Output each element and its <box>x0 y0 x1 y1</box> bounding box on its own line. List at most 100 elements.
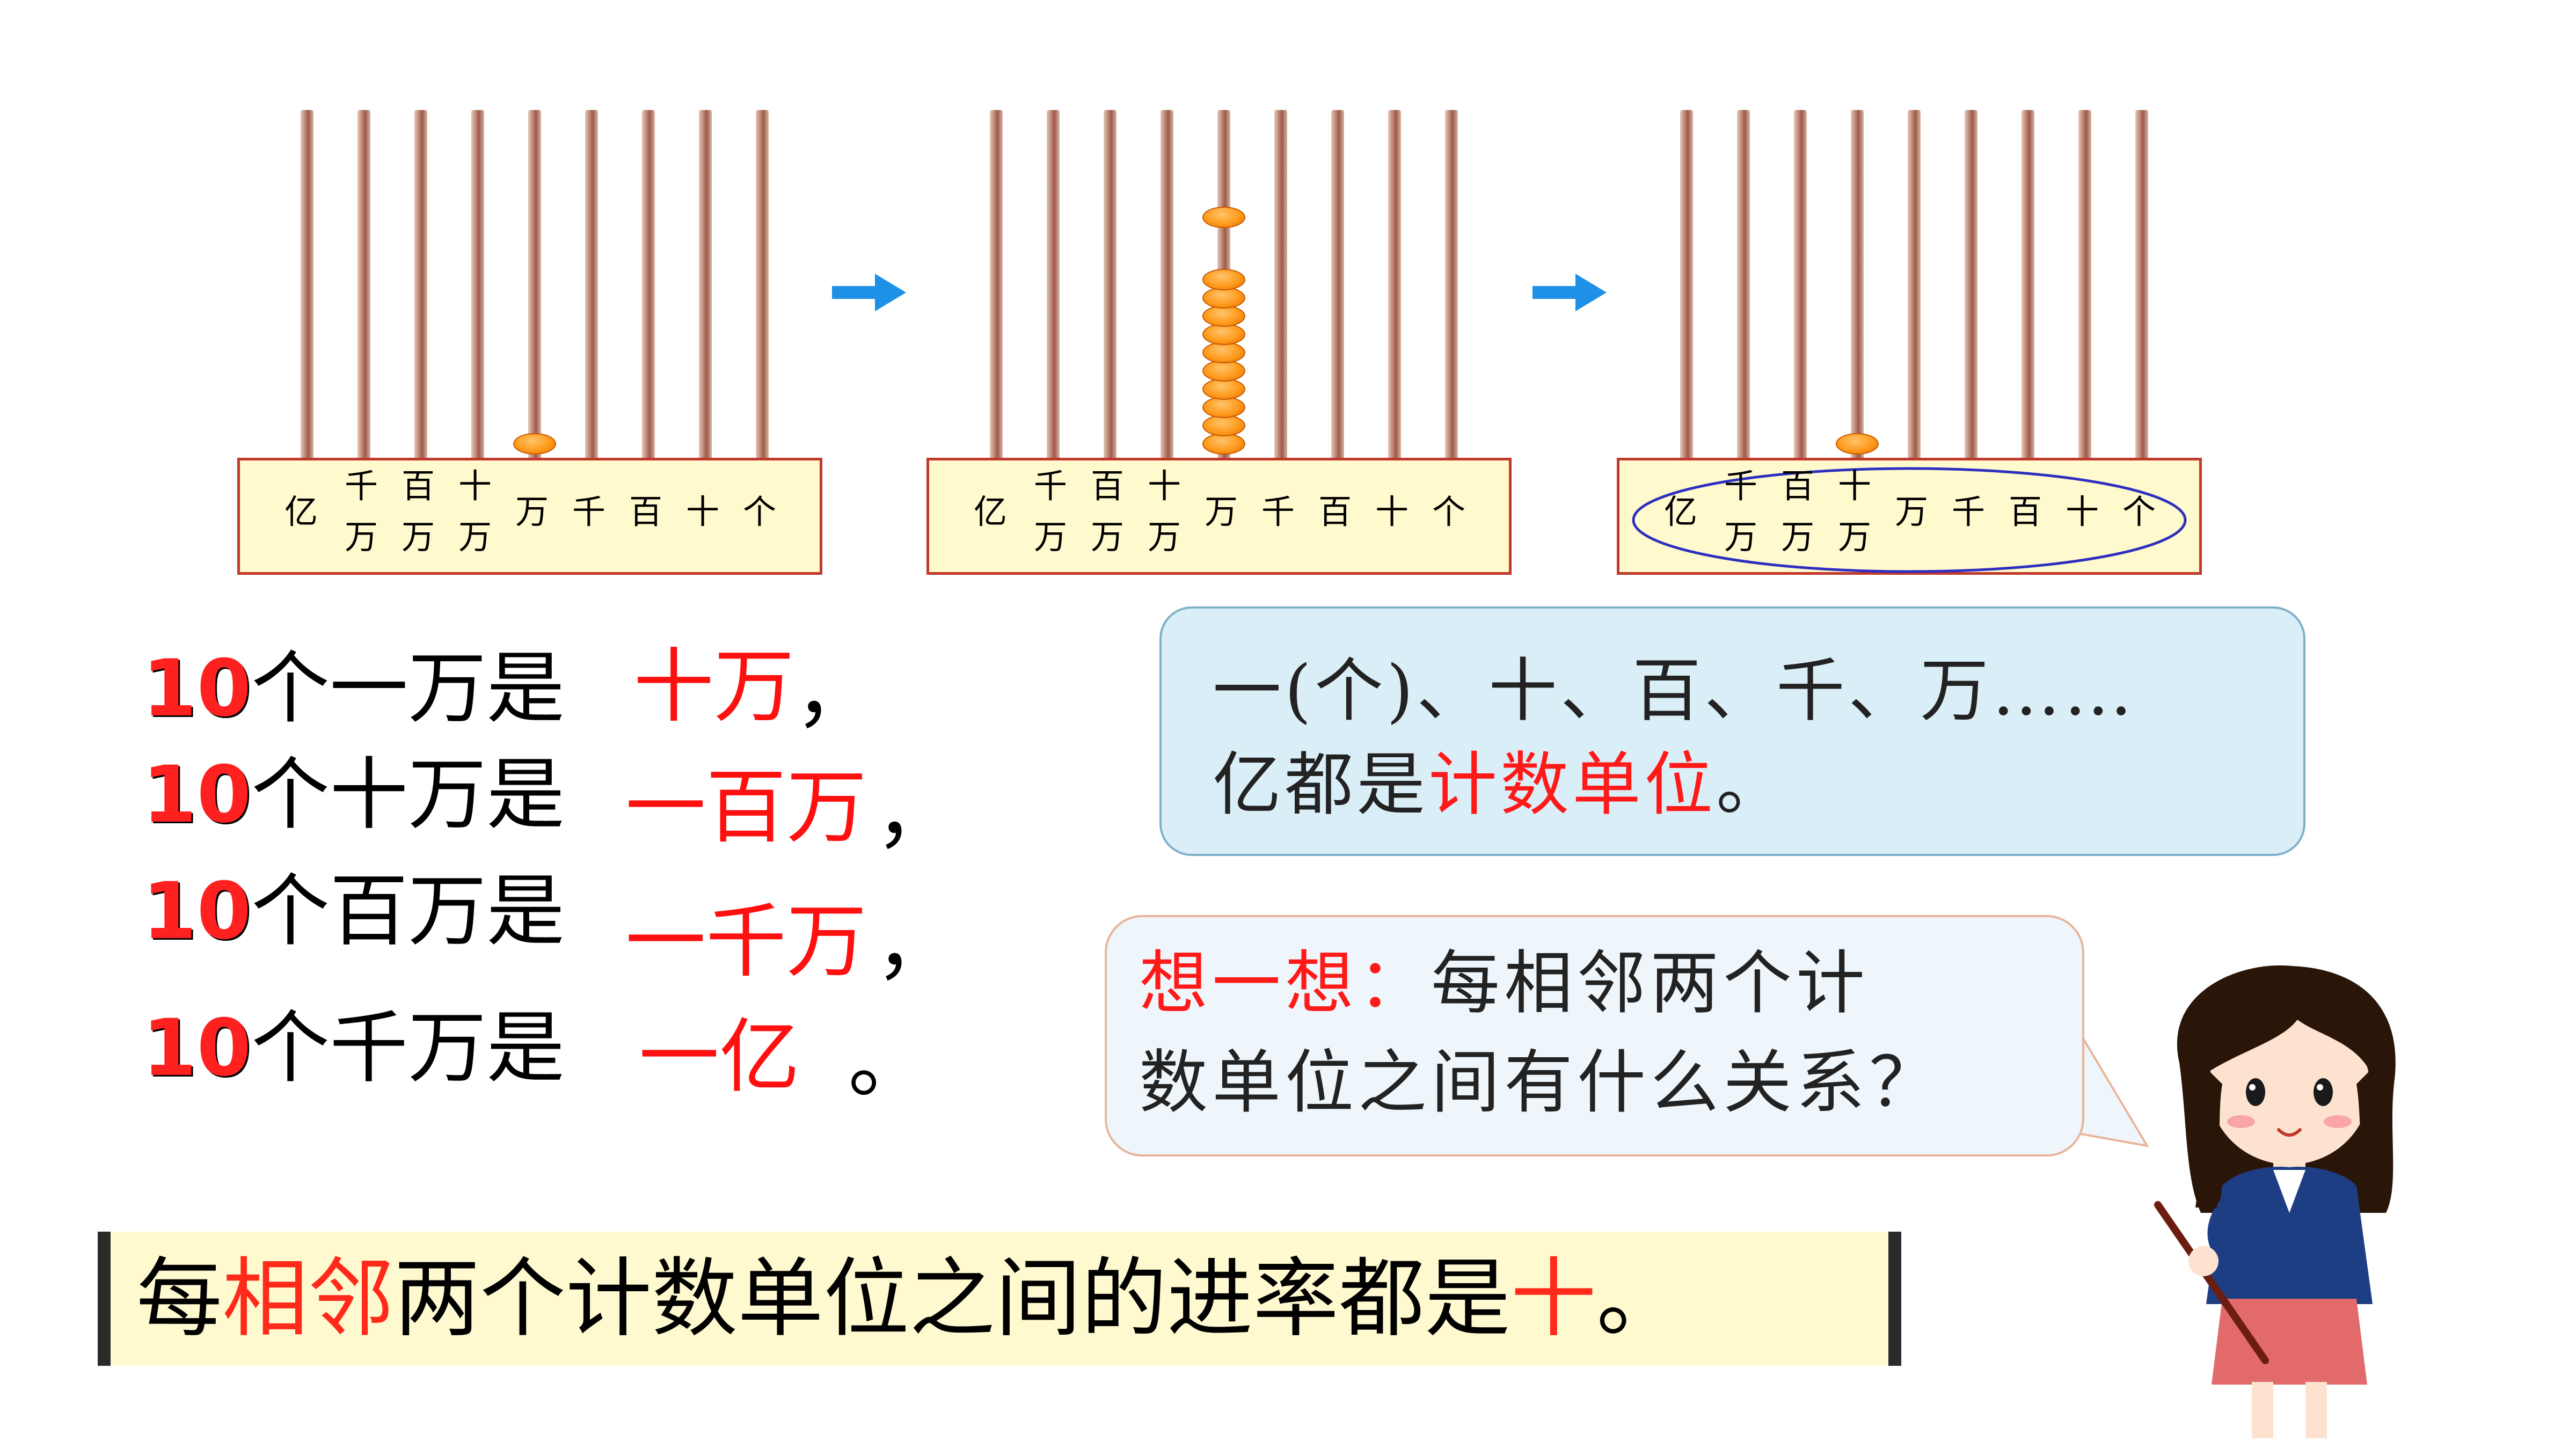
abacus-rod <box>2135 110 2148 462</box>
abacus-bead <box>1202 287 1245 309</box>
abacus-rod <box>2078 110 2091 462</box>
abacus-bead <box>1202 433 1245 455</box>
place-label-bai-wan: 万 <box>1781 517 1815 557</box>
place-label-yi: 亿 <box>974 492 1008 531</box>
abacus-rod <box>1274 110 1287 462</box>
place-label-shi-top: 十 <box>1838 466 1872 506</box>
abacus-bead <box>1202 397 1245 418</box>
abacus-rod <box>1737 110 1750 462</box>
statement-punct: 。 <box>848 1016 929 1109</box>
statement-number: 10 <box>142 749 252 840</box>
place-label-bai: 百 <box>629 492 663 531</box>
abacus-rod <box>1388 110 1401 462</box>
place-label-bai: 百 <box>2009 492 2042 531</box>
place-label-qian: 千 <box>1952 492 1986 531</box>
abacus-bead <box>513 433 556 455</box>
abacus-rod <box>1851 110 1864 462</box>
abacus-3: 亿 千 万 百 万 十 万 万 千 百 十 个 <box>1617 105 2202 577</box>
place-label-shi-wan: 万 <box>1148 517 1181 557</box>
place-label-shi: 十 <box>1375 492 1409 531</box>
abacus-rod <box>756 110 769 462</box>
statement-2: 10个十万是 <box>142 756 565 834</box>
statement-number: 10 <box>142 866 252 957</box>
abacus-rod <box>1794 110 1807 462</box>
right-arrow-icon <box>1533 274 1607 311</box>
place-label-shi-top: 十 <box>1148 466 1181 506</box>
place-label-qian: 千 <box>572 492 606 531</box>
abacus-bead <box>1202 415 1245 436</box>
place-label-wan: 万 <box>1895 492 1929 531</box>
place-label-bai-wan: 万 <box>402 517 435 557</box>
abacus-rod <box>414 110 427 462</box>
statement-punct: ， <box>875 766 956 860</box>
statement-3: 10个百万是 <box>142 872 565 950</box>
place-label-shi-wan: 万 <box>458 517 492 557</box>
place-label-bai-top: 百 <box>402 466 435 506</box>
think-bubble: 想一想：每相邻两个计 数单位之间有什么关系？ <box>1105 915 2084 1157</box>
conclusion-highlight-2: 十 <box>1510 1248 1597 1349</box>
highlight-ellipse <box>1632 467 2187 573</box>
abacus-1: 亿 千 万 百 万 十 万 万 千 百 十 个 <box>237 105 822 577</box>
counting-units-prefix: 亿都是 <box>1213 745 1429 825</box>
abacus-bead <box>1202 207 1245 228</box>
place-label-ge: 个 <box>2122 492 2156 531</box>
place-label-ge: 个 <box>743 492 777 531</box>
abacus-rod <box>301 110 313 462</box>
abacus-rod <box>585 110 598 462</box>
abacus-rod <box>990 110 1003 462</box>
think-label: 想一想： <box>1139 943 1432 1023</box>
place-label-qian-wan: 万 <box>1034 517 1068 557</box>
abacus-rod <box>357 110 370 462</box>
speech-bubble-tail <box>2072 1020 2149 1147</box>
abacus-rod <box>1047 110 1060 462</box>
conclusion-part-3: 。 <box>1596 1248 1683 1349</box>
counting-units-line-1: 一(个)、十、百、千、万…… <box>1213 651 2136 731</box>
place-label-bai: 百 <box>1318 492 1352 531</box>
place-label-qian: 千 <box>1261 492 1295 531</box>
counting-units-highlight: 计数单位 <box>1428 745 1717 825</box>
place-label-qian-top: 千 <box>1724 466 1758 506</box>
place-label-yi: 亿 <box>284 492 318 531</box>
abacus-bead <box>1202 305 1245 327</box>
abacus-rod <box>2022 110 2034 462</box>
place-label-shi: 十 <box>2066 492 2099 531</box>
place-label-bai-top: 百 <box>1091 466 1125 506</box>
abacus-bead <box>1202 360 1245 382</box>
abacus-rod <box>642 110 655 462</box>
abacus-rod <box>471 110 484 462</box>
abacus-2: 亿 千 万 百 万 十 万 万 千 百 十 个 <box>926 105 1512 577</box>
abacus-rod <box>528 110 541 462</box>
statement-punct: ， <box>875 898 956 991</box>
counting-units-bubble: 一(个)、十、百、千、万…… 亿都是计数单位。 <box>1159 606 2305 856</box>
statement-answer: 一亿 <box>639 1011 800 1104</box>
place-label-bai-wan: 万 <box>1091 517 1125 557</box>
statement-number: 10 <box>142 1002 252 1094</box>
teacher-illustration <box>2154 965 2396 1438</box>
place-label-bai-top: 百 <box>1781 466 1815 506</box>
place-label-shi-top: 十 <box>458 466 492 506</box>
abacus-rod <box>1965 110 1977 462</box>
conclusion-part-1: 每 <box>136 1248 223 1349</box>
abacus-rod <box>699 110 712 462</box>
place-label-qian-wan: 万 <box>345 517 378 557</box>
right-arrow-icon <box>832 274 906 311</box>
abacus-rod <box>1331 110 1344 462</box>
statement-text: 个千万是 <box>251 1002 565 1094</box>
abacus-bead <box>1202 269 1245 290</box>
statement-1: 10个一万是 <box>142 649 565 728</box>
abacus-rod <box>1908 110 1921 462</box>
abacus-rod <box>1161 110 1173 462</box>
statement-text: 个一万是 <box>251 643 565 734</box>
abacus-rod <box>1104 110 1116 462</box>
conclusion-bar: 每相邻两个计数单位之间的进率都是十。 <box>98 1232 1901 1366</box>
think-line-1-rest: 每相邻两个计 <box>1431 943 1870 1023</box>
abacus-bead <box>1202 324 1245 345</box>
think-line-2: 数单位之间有什么关系？ <box>1139 1043 1943 1123</box>
abacus-rod <box>1680 110 1693 462</box>
abacus-bead <box>1202 378 1245 400</box>
place-label-wan: 万 <box>1205 492 1238 531</box>
abacus-base <box>926 458 1512 575</box>
conclusion-text: 每相邻两个计数单位之间的进率都是十。 <box>136 1256 1682 1342</box>
place-label-ge: 个 <box>1432 492 1466 531</box>
